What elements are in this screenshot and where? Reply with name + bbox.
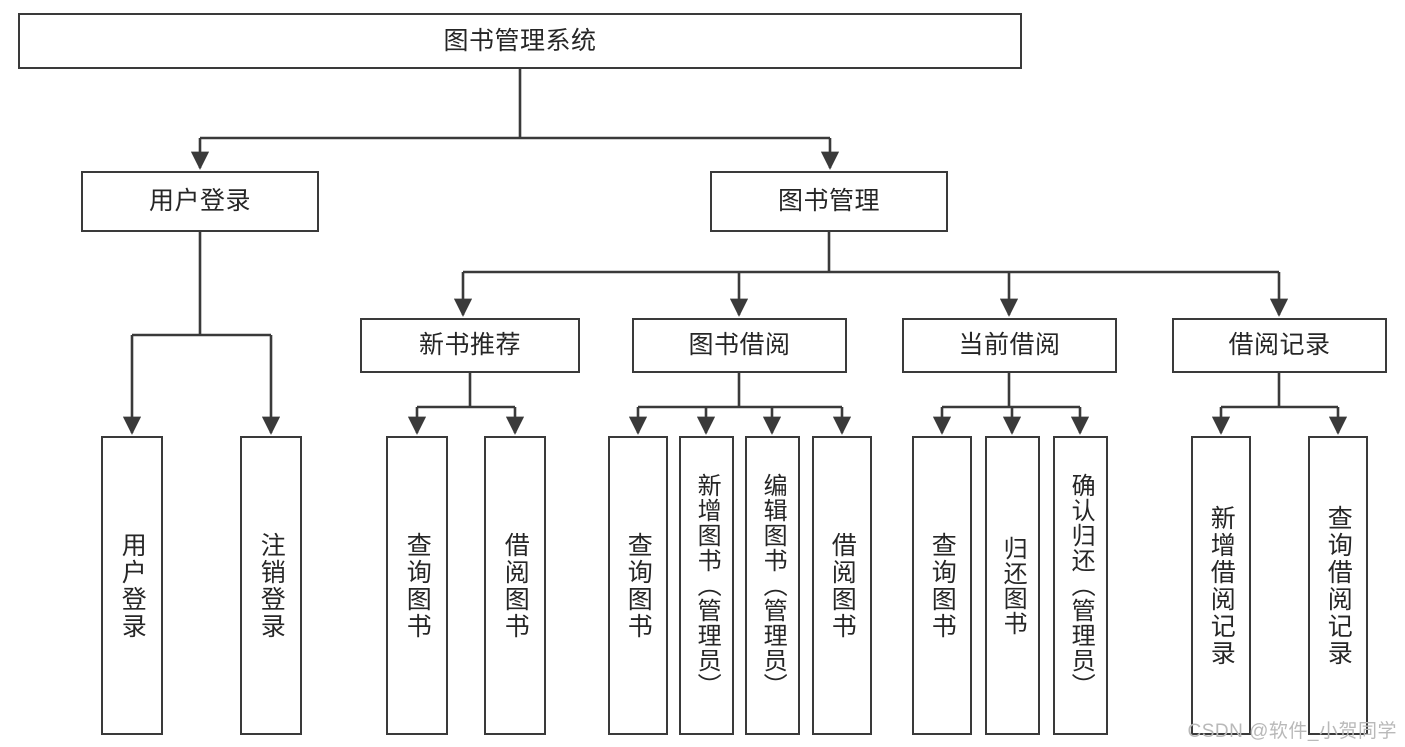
node-current-borrow[interactable]: 当前借阅 [902,318,1117,373]
node-borrow-records-label: 借阅记录 [1228,331,1331,359]
node-book-borrow-label: 图书借阅 [688,331,791,359]
leaf-borrow-book-borrow-label: 借阅图书 [828,531,857,640]
leaf-edit-book-admin-label: 编辑图书（管理员） [759,473,787,698]
leaf-query-book-borrow[interactable]: 查询图书 [608,436,668,735]
leaf-query-borrow-record[interactable]: 查询借阅记录 [1308,436,1368,735]
leaf-query-book-current[interactable]: 查询图书 [912,436,972,735]
leaf-borrow-book-newbook[interactable]: 借阅图书 [484,436,546,735]
leaf-query-borrow-record-label: 查询借阅记录 [1324,504,1353,667]
leaf-borrow-book-borrow[interactable]: 借阅图书 [812,436,872,735]
node-book-management-label: 图书管理 [777,187,880,215]
leaf-user-login[interactable]: 用户登录 [101,436,163,735]
leaf-add-borrow-record-label: 新增借阅记录 [1207,504,1236,667]
leaf-query-book-current-label: 查询图书 [928,531,957,640]
node-current-borrow-label: 当前借阅 [958,331,1061,359]
watermark: CSDN @软件_小贺同学 [1187,721,1397,742]
leaf-return-book-label: 归还图书 [999,535,1027,636]
leaf-return-book[interactable]: 归还图书 [985,436,1040,735]
leaf-edit-book-admin[interactable]: 编辑图书（管理员） [745,436,800,735]
node-borrow-records[interactable]: 借阅记录 [1172,318,1387,373]
leaf-add-borrow-record[interactable]: 新增借阅记录 [1191,436,1251,735]
leaf-add-book-admin-label: 新增图书（管理员） [693,473,721,698]
leaf-logout[interactable]: 注销登录 [240,436,302,735]
leaf-query-book-borrow-label: 查询图书 [624,531,653,640]
leaf-query-book-newbook-label: 查询图书 [403,531,432,640]
node-user-login[interactable]: 用户登录 [81,171,319,232]
leaf-logout-label: 注销登录 [257,531,286,640]
node-new-book-recommend[interactable]: 新书推荐 [360,318,580,373]
node-user-login-label: 用户登录 [148,187,251,215]
node-root-label: 图书管理系统 [443,26,597,55]
leaf-confirm-return-admin-label: 确认归还（管理员） [1067,473,1095,698]
leaf-user-login-label: 用户登录 [118,531,147,640]
node-book-management[interactable]: 图书管理 [710,171,948,232]
node-book-borrow[interactable]: 图书借阅 [632,318,847,373]
node-new-book-recommend-label: 新书推荐 [418,331,521,359]
leaf-borrow-book-newbook-label: 借阅图书 [501,531,530,640]
leaf-query-book-newbook[interactable]: 查询图书 [386,436,448,735]
node-root[interactable]: 图书管理系统 [18,13,1022,69]
leaf-add-book-admin[interactable]: 新增图书（管理员） [679,436,734,735]
leaf-confirm-return-admin[interactable]: 确认归还（管理员） [1053,436,1108,735]
